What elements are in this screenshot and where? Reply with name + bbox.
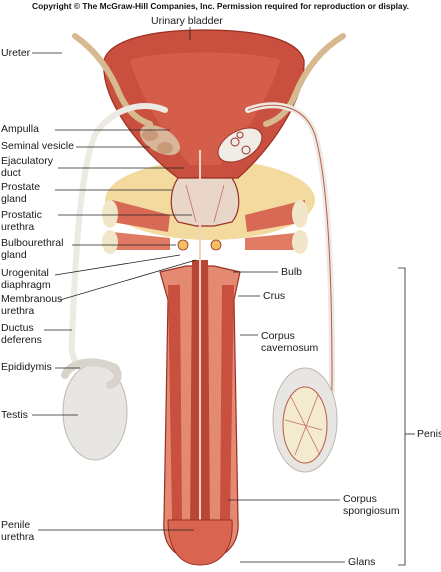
ductus-deferens-left [68,103,168,375]
label-crus: Crus [263,290,286,302]
label-ductus-deferens: Ductus deferens [1,322,42,346]
ureter-left [72,33,153,127]
prostate-gland [170,177,240,227]
label-bulb: Bulb [281,266,303,278]
label-epididymis: Epididymis [1,361,52,373]
label-glans: Glans [348,556,376,568]
label-ejaculatory-duct: Ejaculatory duct [1,155,53,179]
bulbourethral-gland-left [177,239,189,251]
glans [167,519,233,566]
label-testis: Testis [1,409,28,421]
label-membranous-urethra: Membranous urethra [1,293,63,317]
corpus-cavernosum-right [220,285,234,520]
label-ampulla: Ampulla [1,123,39,135]
label-urogenital-diaphragm: Urogenital diaphragm [1,267,51,291]
ureter-right [263,33,346,127]
label-prostatic-urethra: Prostatic urethra [1,209,42,233]
corpus-cavernosum-left [168,285,182,520]
seminal-vesicle-left [140,124,180,156]
label-seminal-vesicle: Seminal vesicle [1,140,74,152]
label-corpus-spongiosum: Corpus spongiosum [343,493,400,517]
epididymis-left [61,358,122,389]
bulbourethral-gland-right [210,239,222,251]
leader-lines [32,27,415,566]
label-corpus-cavernosum: Corpus cavernosum [261,330,319,354]
label-penis: Penis [417,428,441,440]
seminal-vesicle-right [217,127,263,163]
label-prostate-gland: Prostate gland [1,181,41,205]
label-bulbourethral-gland: Bulbourethral gland [1,237,64,261]
label-penile-urethra: Penile urethra [1,519,35,543]
pelvic-floor-muscles [102,200,308,254]
label-urinary-bladder: Urinary bladder [151,15,223,27]
label-ureter: Ureter [1,47,31,59]
copyright-notice: Copyright © The McGraw-Hill Companies, I… [32,1,409,11]
